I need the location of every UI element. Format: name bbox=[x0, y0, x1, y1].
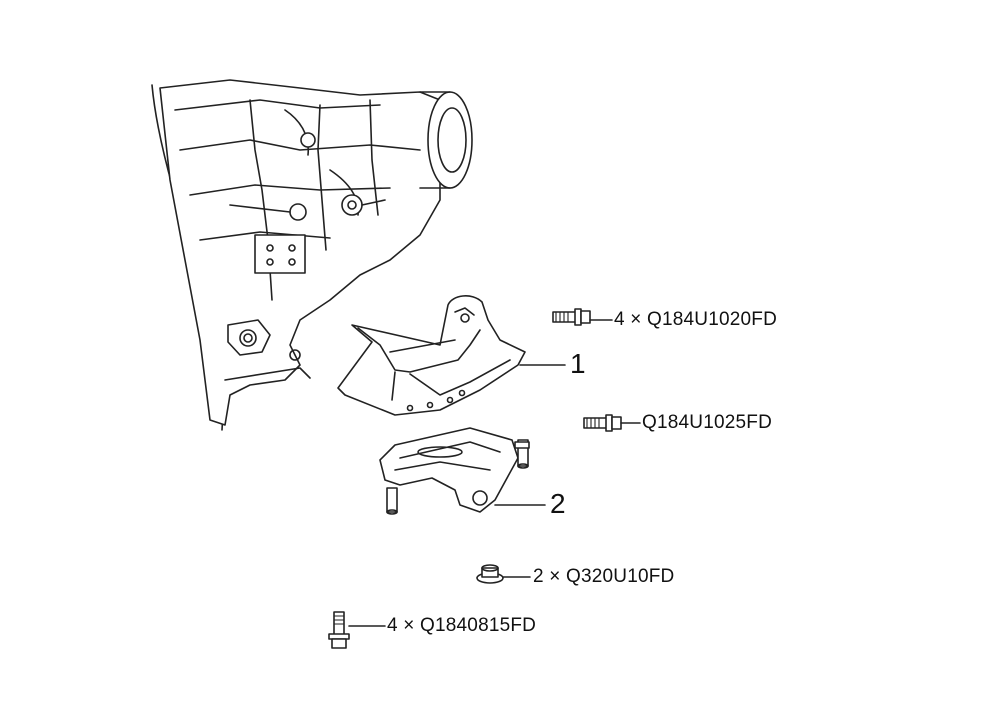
nut-label: 2 × Q320U10FD bbox=[533, 566, 675, 587]
bolt-top-label: 4 × Q184U1020FD bbox=[614, 309, 778, 330]
bolt-mid-icon bbox=[583, 414, 622, 432]
upper-mount-bracket bbox=[337, 295, 526, 416]
lower-rubber-mount bbox=[379, 427, 530, 515]
bolt-mid-label: Q184U1025FD bbox=[642, 412, 772, 433]
part-2-callout: 2 bbox=[550, 488, 566, 519]
transmission-housing bbox=[151, 79, 473, 431]
bolt-bottom-icon bbox=[328, 611, 350, 649]
bolt-top-icon bbox=[552, 308, 591, 326]
part-1-callout: 1 bbox=[570, 348, 586, 379]
flange-nut-icon bbox=[476, 564, 504, 584]
leader-lines bbox=[348, 319, 641, 627]
bolt-bottom-label: 4 × Q1840815FD bbox=[387, 615, 537, 636]
